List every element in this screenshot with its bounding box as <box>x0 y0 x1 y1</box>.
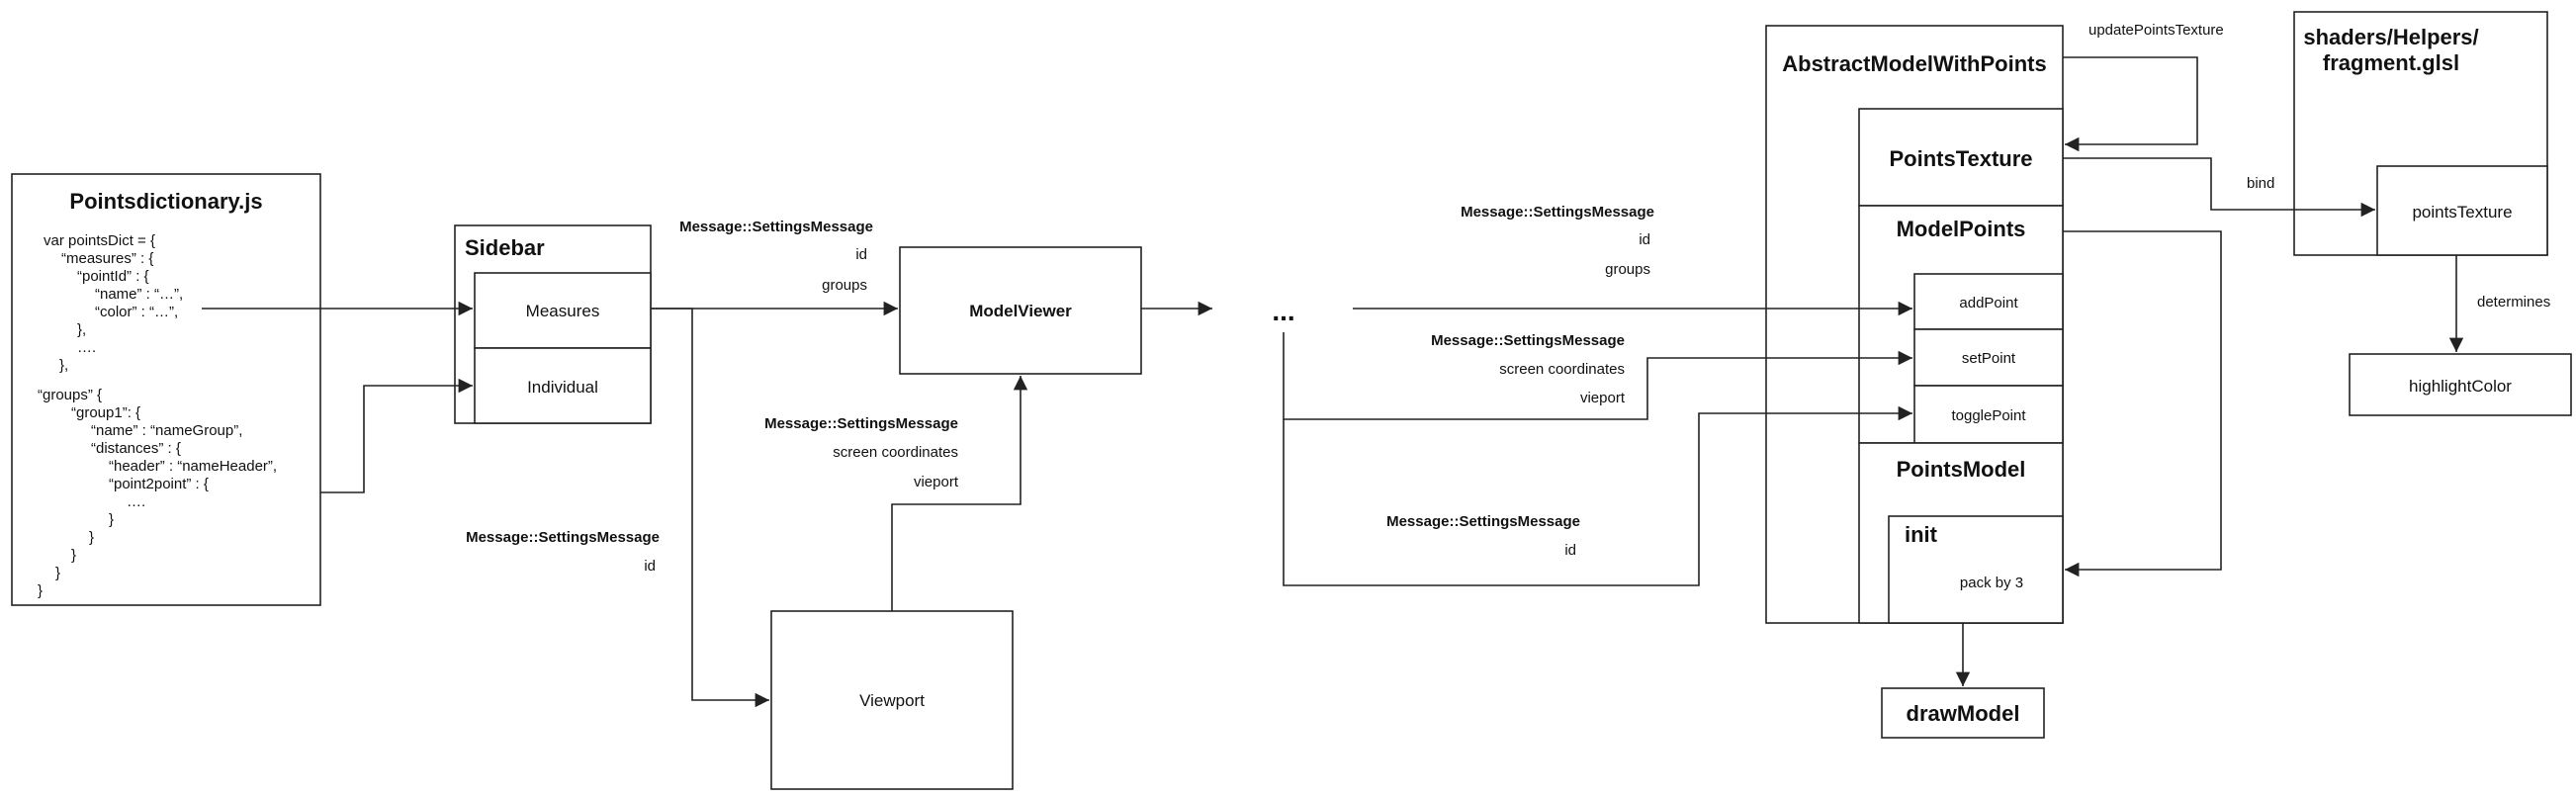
modelviewer-box: ModelViewer <box>899 246 1142 375</box>
message-field: id <box>644 558 656 575</box>
code-line: var pointsDict = { <box>44 232 155 249</box>
code-line: }, <box>77 321 86 338</box>
code-line: “distances” : { <box>91 440 181 457</box>
shader-title-line1: shaders/Helpers/ <box>2303 25 2478 49</box>
arrow-viewport-to-modelviewer <box>891 376 1028 611</box>
message-field: screen coordinates <box>833 444 958 461</box>
message-field: id <box>855 246 867 263</box>
arrow-ellipsis-to-togglepoint <box>1283 405 1912 586</box>
message-viewport-down: Message::SettingsMessage id <box>466 529 660 575</box>
arrow-bind <box>2063 157 2375 218</box>
code-line: “pointId” : { <box>77 268 149 285</box>
message-viewport-up: Message::SettingsMessage screen coordina… <box>764 415 959 490</box>
message-field: groups <box>822 277 867 294</box>
arrow-modelpoints-to-init <box>2063 230 2222 577</box>
code-line: “point2point” : { <box>109 476 209 492</box>
points-texture-title: PointsTexture <box>1889 146 2032 171</box>
code-line: } <box>38 582 43 599</box>
shader-title-line2: fragment.glsl <box>2323 50 2459 75</box>
add-point-cell <box>1913 273 2064 330</box>
points-model-title: PointsModel <box>1897 457 2026 482</box>
code-line: } <box>71 547 76 564</box>
arrow-dict-to-individual <box>320 378 473 493</box>
sidebar-measures-cell <box>474 272 652 349</box>
message-field: id <box>1564 542 1576 559</box>
sidebar-title: Sidebar <box>465 235 545 260</box>
viewport-title: Viewport <box>859 691 925 710</box>
set-point-label: setPoint <box>1962 350 2016 367</box>
message-right-3: Message::SettingsMessage id <box>1386 513 1580 559</box>
sidebar-box: Sidebar Measures Individual <box>454 224 652 424</box>
toggle-point-label: togglePoint <box>1951 407 2026 424</box>
code-line: “measures” : { <box>61 250 153 267</box>
shader-points-texture-label: pointsTexture <box>2412 203 2512 222</box>
message-field: screen coordinates <box>1499 361 1625 378</box>
bind-label: bind <box>2247 175 2274 192</box>
arrow-sidebar-to-viewport <box>651 308 769 708</box>
arrow-ellipsis-to-setpoint <box>1283 332 1912 420</box>
pointsdictionary-title: Pointsdictionary.js <box>69 189 262 214</box>
update-points-texture-label: updatePointsTexture <box>2088 22 2224 39</box>
highlight-color-label: highlightColor <box>2409 377 2512 396</box>
highlight-color-box: highlightColor <box>2349 353 2572 416</box>
code-line: “name” : “…”, <box>95 286 183 303</box>
sidebar-individual-cell <box>474 347 652 424</box>
model-points-title: ModelPoints <box>1897 217 2026 241</box>
message-right-1: Message::SettingsMessage id groups <box>1461 204 1654 278</box>
shader-points-texture-cell <box>2376 165 2548 256</box>
arrow-update-points-texture <box>2063 56 2198 152</box>
toggle-point-cell <box>1913 385 2064 444</box>
code-line: …. <box>77 339 96 356</box>
code-line: } <box>89 529 94 546</box>
connectors <box>202 56 2464 708</box>
message-title: Message::SettingsMessage <box>679 219 873 235</box>
code-line: “groups” { <box>38 387 102 403</box>
pack-label: pack by 3 <box>1960 575 2023 591</box>
message-title: Message::SettingsMessage <box>764 415 958 432</box>
add-point-label: addPoint <box>1959 295 2018 311</box>
sidebar-measures-label: Measures <box>526 302 600 320</box>
abstract-model-title: AbstractModelWithPoints <box>1782 51 2046 76</box>
modelviewer-title: ModelViewer <box>969 302 1072 320</box>
message-modelviewer: Message::SettingsMessage id groups <box>679 219 873 294</box>
draw-model-title: drawModel <box>1907 701 2020 726</box>
message-title: Message::SettingsMessage <box>466 529 660 546</box>
code-line: “group1”: { <box>71 404 140 421</box>
message-right-2: Message::SettingsMessage screen coordina… <box>1431 332 1626 406</box>
init-cell <box>1888 515 2064 624</box>
code-line: “name” : “nameGroup”, <box>91 422 242 439</box>
shader-box: shaders/Helpers/ fragment.glsl pointsTex… <box>2293 11 2548 256</box>
set-point-cell <box>1913 328 2064 387</box>
pointsdictionary-code: var pointsDict = { “measures” : { “point… <box>38 232 277 599</box>
viewport-box: Viewport <box>770 610 1014 790</box>
sidebar-individual-label: Individual <box>527 378 598 397</box>
message-title: Message::SettingsMessage <box>1386 513 1580 530</box>
determines-label: determines <box>2477 294 2550 311</box>
pointsdictionary-box: Pointsdictionary.js var pointsDict = { “… <box>11 173 321 606</box>
abstract-model-box: AbstractModelWithPoints PointsTexture Mo… <box>1765 22 2224 624</box>
message-field: groups <box>1605 261 1650 278</box>
ellipsis-node: ... <box>1272 296 1294 326</box>
code-line: } <box>109 511 114 528</box>
code-line: } <box>55 565 60 581</box>
message-title: Message::SettingsMessage <box>1431 332 1625 349</box>
init-title: init <box>1905 522 1938 547</box>
code-line: “color” : “…”, <box>95 304 178 320</box>
message-title: Message::SettingsMessage <box>1461 204 1654 221</box>
draw-model-box: drawModel <box>1881 687 2045 739</box>
code-line: “header” : “nameHeader”, <box>109 458 277 475</box>
message-field: vieport <box>1580 390 1626 406</box>
message-field: id <box>1639 231 1650 248</box>
points-texture-cell <box>1858 108 2064 207</box>
code-line: …. <box>127 493 145 510</box>
message-field: vieport <box>914 474 959 490</box>
code-line: }, <box>59 357 68 374</box>
